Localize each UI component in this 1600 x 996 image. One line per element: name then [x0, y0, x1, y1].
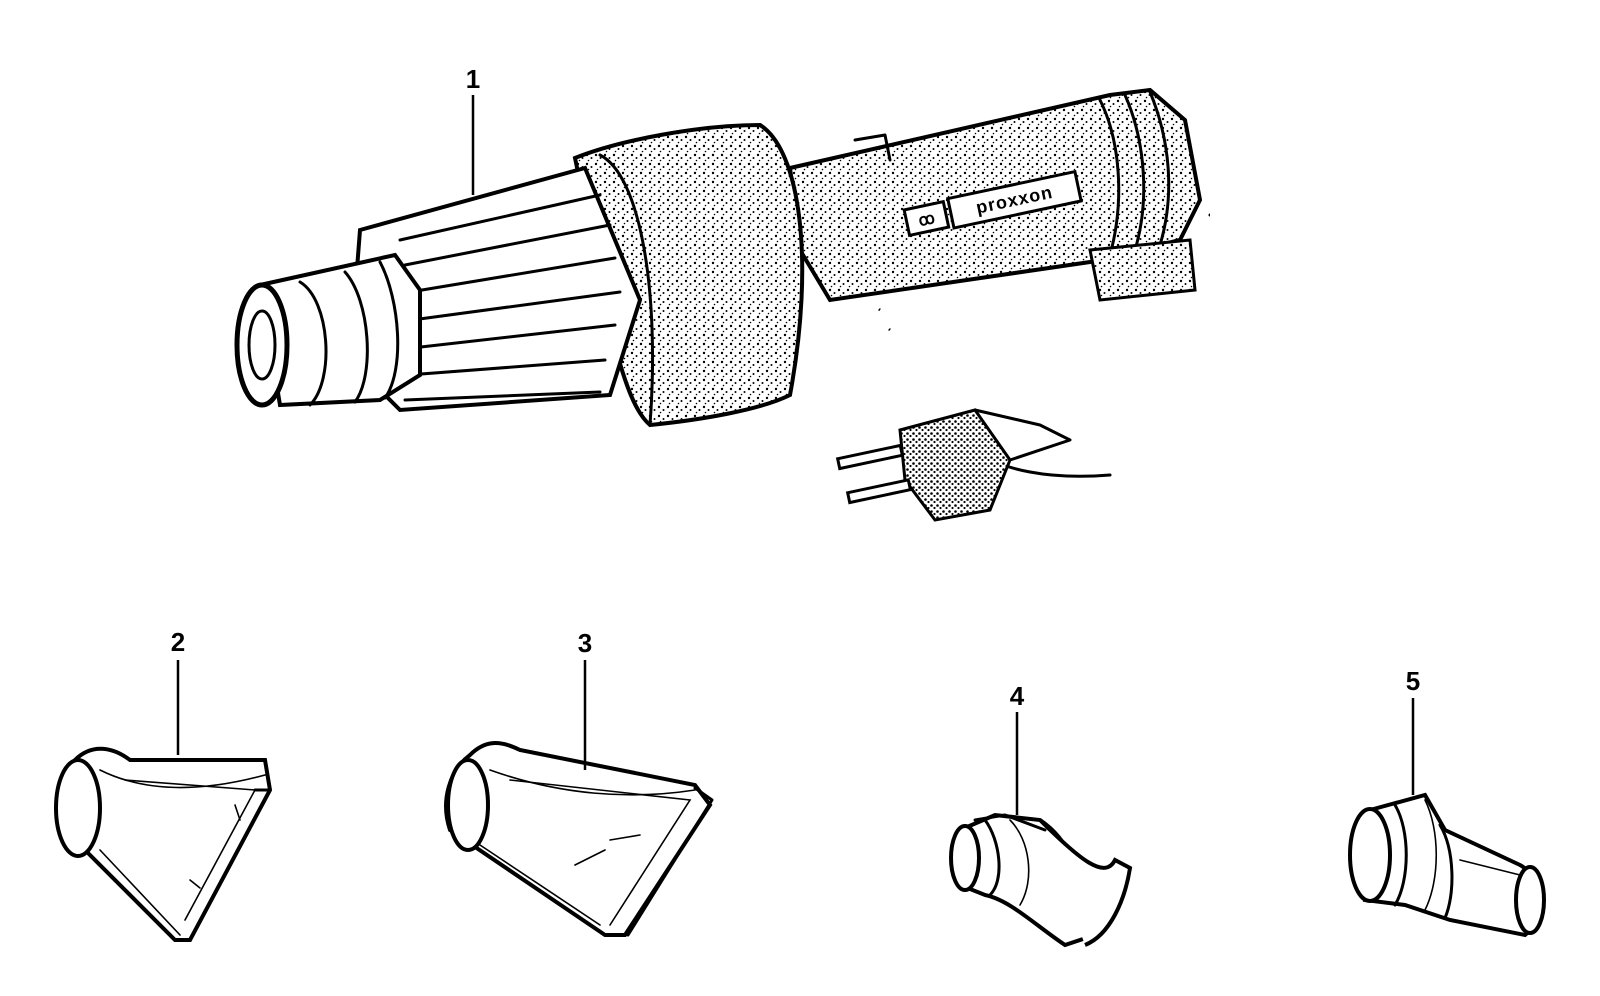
wide-flat-nozzle-drawing	[54, 746, 273, 942]
power-plug	[835, 408, 1072, 522]
reducer-nozzle-drawing	[1348, 792, 1546, 938]
callout-2-number: 2	[171, 627, 185, 657]
callout-3: 3	[578, 628, 592, 770]
nozzle-tip	[257, 252, 422, 408]
callout-3-number: 3	[578, 628, 592, 658]
callout-5: 5	[1406, 666, 1420, 795]
callout-2: 2	[171, 627, 185, 755]
wide-slot-nozzle-drawing	[444, 741, 714, 937]
reflector-nozzle-drawing	[949, 812, 1133, 948]
brand-mark: ꝏ	[917, 210, 936, 230]
power-cable	[878, 115, 1448, 478]
barrel-ribs	[398, 193, 622, 402]
callout-5-number: 5	[1406, 666, 1420, 696]
callout-1-number: 1	[466, 64, 480, 94]
callout-1: 1	[466, 64, 480, 195]
callout-4: 4	[1010, 681, 1025, 815]
heat-gun-drawing: ꝏ proxxon	[234, 87, 1448, 522]
callout-4-number: 4	[1010, 681, 1025, 711]
